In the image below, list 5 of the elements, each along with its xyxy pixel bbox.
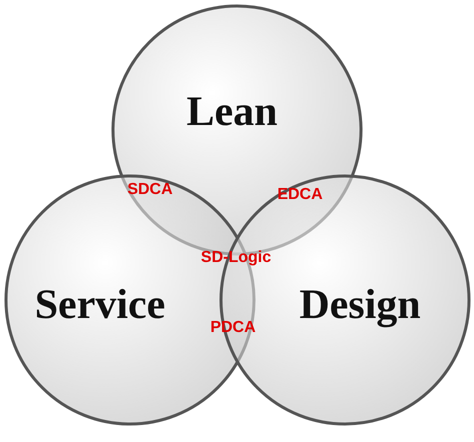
circle-title: Service — [34, 281, 166, 329]
overlap-label: EDCA — [277, 186, 323, 204]
overlap-label: SDCA — [127, 181, 173, 199]
circle-title: Lean — [186, 88, 278, 136]
circle-title: Design — [299, 281, 421, 329]
